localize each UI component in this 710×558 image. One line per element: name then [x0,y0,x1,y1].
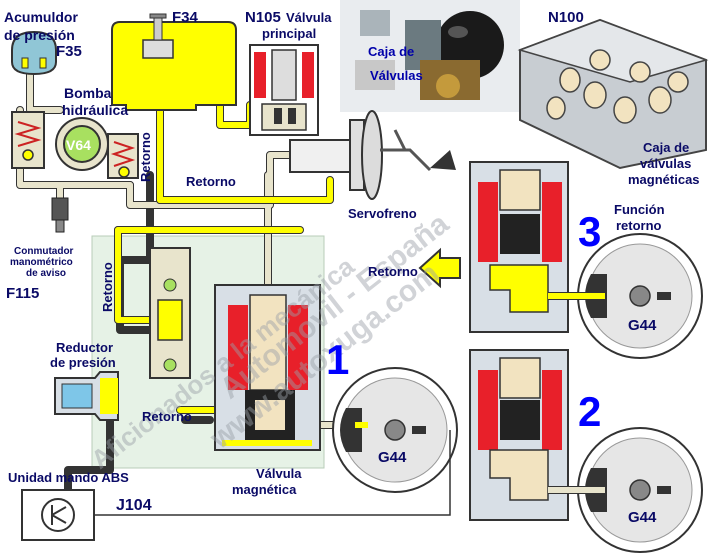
label-valvulas-magneticas-1: válvulas [640,156,691,171]
label-f115: F115 [6,285,39,302]
label-retorno-top: Retorno [186,174,236,189]
label-caja-de: Caja de [368,44,414,59]
number-3: 3 [578,208,601,255]
magnetic-valve-2 [469,349,569,521]
abs-control-unit [21,430,451,541]
pressure-accumulator [11,30,57,76]
label-valvulas-magneticas-2: magnéticas [628,172,700,187]
label-servofreno: Servofreno [348,206,417,221]
label-conmutador-2: manométrico [10,257,73,268]
label-f35: F35 [56,43,82,60]
label-reductor-2: de presión [50,355,116,370]
return-arrow [418,247,461,289]
label-retorno-arrow: Retorno [368,264,418,279]
label-valvulas: Válvulas [370,68,423,83]
valve-box-photo [340,0,520,112]
label-v64: V64 [66,137,91,153]
label-retorno-bottom: Retorno [142,409,192,424]
number-1: 1 [326,336,349,383]
label-j104: J104 [116,497,152,514]
label-g44-3: G44 [628,317,657,334]
label-retorno-vertical-2: Retorno [100,262,115,312]
hydraulic-pump [11,111,139,179]
magnetic-valve-1 [214,284,321,451]
label-conmutador-1: Conmutador [14,246,74,257]
label-valvula: Válvula [286,10,332,25]
label-reductor-1: Reductor [56,340,113,355]
main-valve [249,44,319,136]
label-retorno-vertical-1: Retorno [138,132,153,182]
wheel-1 [332,367,458,493]
wheel-2 [548,427,703,553]
label-conmutador-3: de aviso [26,268,66,279]
magnetic-valve-block [517,18,709,170]
label-n105: N105 [245,9,281,26]
label-hidraulica: hidráulica [62,102,128,118]
pressure-reducer [54,371,119,421]
label-valvula-magnetica-1: Válvula [256,466,302,481]
label-g44-1: G44 [378,449,407,466]
label-f34: F34 [172,9,199,26]
magnetic-valve-3 [469,161,569,333]
label-principal: principal [262,26,316,41]
wheel-3 [548,233,703,359]
label-g44-2: G44 [628,509,657,526]
labels: Acumuldor de presión F35 Bomba hidráulic… [4,9,700,526]
reservoir [111,13,237,111]
label-de-presion: de presión [4,27,75,43]
label-n100: N100 [548,9,584,26]
pressure-switch [51,197,69,233]
label-caja-de-2: Caja de [643,140,689,155]
label-unidad-abs: Unidad mando ABS [8,470,129,485]
central-valve-column [149,247,191,379]
brake-booster [289,110,456,200]
number-2: 2 [578,388,601,435]
label-valvula-magnetica-2: magnética [232,482,297,497]
label-bomba: Bomba [64,85,112,101]
label-retorno-func: retorno [616,218,662,233]
label-funcion: Función [614,202,665,217]
label-acumulador: Acumuldor [4,9,78,25]
